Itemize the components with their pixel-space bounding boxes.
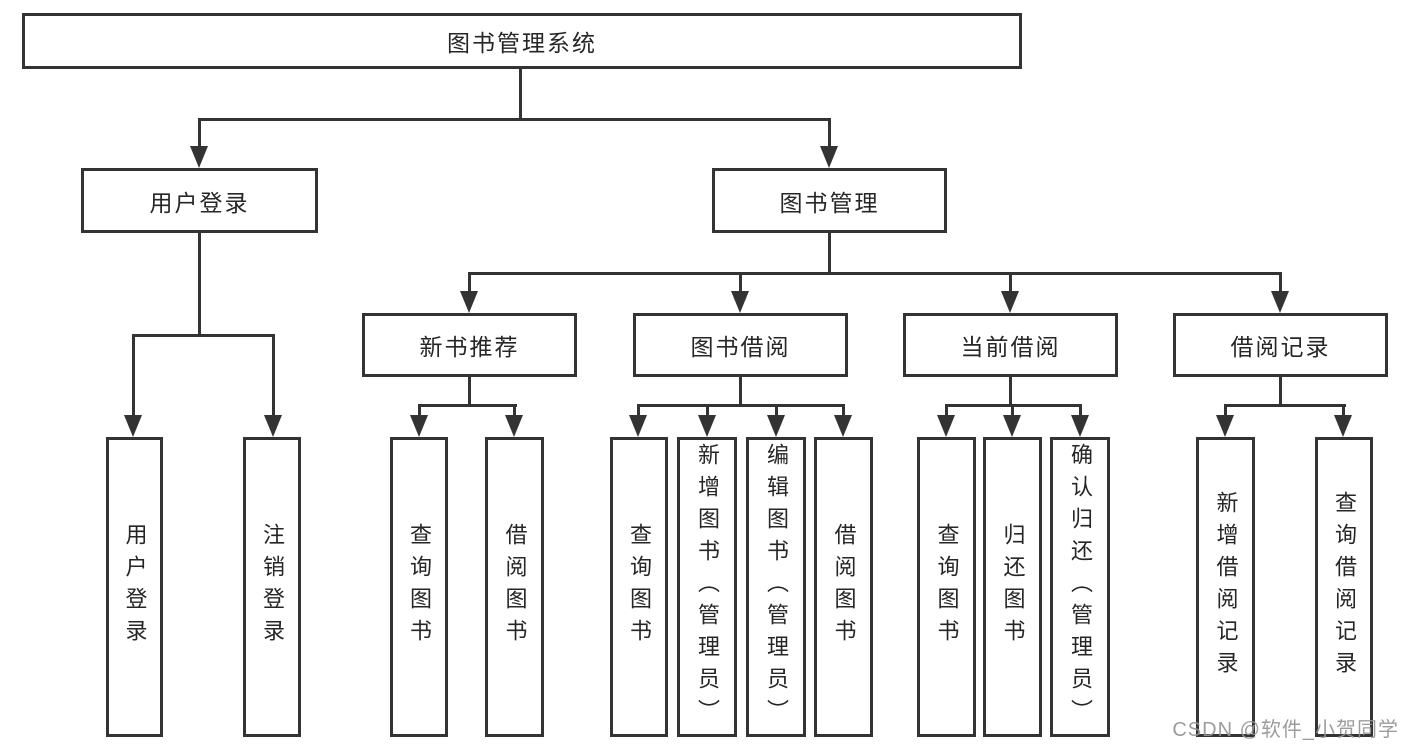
node-book-mgmt: 图书管理 (712, 168, 947, 233)
node-root-label: 图书管理系统 (447, 30, 597, 56)
arrowhead (767, 415, 785, 437)
connector-level3-rail (468, 272, 1282, 275)
connector-borrow-records-stem (1279, 377, 1282, 407)
node-user-login-label: 用户登录 (149, 189, 250, 216)
connector-new-book-rec-rail (418, 404, 517, 407)
leaf-query-books-current-label: 查询图书 (934, 523, 960, 651)
leaf-return-books-label: 归还图书 (1000, 523, 1026, 651)
leaf-query-books-borrow-label: 查询图书 (627, 523, 652, 651)
connector-drop-book-mgmt (828, 118, 831, 148)
connector-user-login-stem (198, 233, 201, 337)
connector-user-login-rail (132, 334, 275, 337)
arrowhead (1334, 415, 1352, 437)
leaf-borrow-books-label: 借阅图书 (831, 523, 857, 651)
connector-drop-user-login (198, 118, 201, 148)
arrowhead (1071, 415, 1089, 437)
arrowhead (834, 415, 852, 437)
connector-drop (513, 404, 516, 418)
node-current-borrow: 当前借阅 (903, 313, 1118, 377)
leaf-user-login-label: 用户登录 (122, 523, 148, 651)
leaf-borrow-books-rec: 借阅图书 (485, 437, 544, 737)
leaf-confirm-return-admin: 确认归还（管理员） (1050, 437, 1110, 737)
node-current-borrow-label: 当前借阅 (960, 334, 1061, 360)
connector-drop (945, 404, 948, 418)
connector-drop (775, 404, 778, 418)
leaf-add-borrow-record-label: 新增借阅记录 (1213, 491, 1239, 683)
leaf-confirm-return-admin-label: 确认归还（管理员） (1068, 443, 1093, 731)
node-borrow-records: 借阅记录 (1173, 313, 1388, 377)
arrowhead-borrow-records (1271, 291, 1289, 313)
leaf-logout-label: 注销登录 (260, 523, 285, 651)
arrowhead (937, 415, 955, 437)
arrowhead-book-borrow (731, 291, 749, 313)
connector-drop (1342, 404, 1345, 418)
connector-drop (706, 404, 709, 418)
connector-drop (637, 404, 640, 418)
connector-drop (842, 404, 845, 418)
connector-book-mgmt-stem (828, 233, 831, 275)
arrowhead-user-login (190, 146, 208, 168)
arrowhead-current-borrow (1001, 291, 1019, 313)
leaf-query-borrow-record-label: 查询借阅记录 (1332, 491, 1357, 683)
leaf-query-borrow-record: 查询借阅记录 (1315, 437, 1373, 737)
node-book-borrow-label: 图书借阅 (690, 334, 791, 360)
leaf-logout: 注销登录 (243, 437, 301, 737)
arrowhead (629, 415, 647, 437)
leaf-borrow-books-rec-label: 借阅图书 (502, 523, 528, 651)
leaf-add-borrow-record: 新增借阅记录 (1196, 437, 1255, 737)
arrowhead (698, 415, 716, 437)
csdn-watermark: CSDN @软件_小贺同学 (1172, 719, 1399, 741)
arrowhead (410, 415, 428, 437)
leaf-user-login: 用户登录 (106, 437, 163, 737)
connector-level2-rail (198, 118, 831, 121)
node-book-mgmt-label: 图书管理 (779, 189, 880, 216)
connector-drop-current-borrow (1009, 272, 1012, 292)
arrowhead-leaf-login (124, 415, 142, 437)
connector-drop (418, 404, 421, 418)
node-borrow-records-label: 借阅记录 (1230, 334, 1331, 360)
connector-drop-new-book-rec (468, 272, 471, 292)
connector-drop (1079, 404, 1082, 418)
leaf-edit-books-admin-label: 编辑图书（管理员） (764, 443, 789, 731)
leaf-edit-books-admin: 编辑图书（管理员） (746, 437, 806, 737)
arrowhead (1216, 415, 1234, 437)
leaf-add-books-admin-label: 新增图书（管理员） (695, 443, 720, 731)
node-book-borrow: 图书借阅 (633, 313, 848, 377)
node-user-login: 用户登录 (81, 168, 318, 233)
connector-drop-leaf-login (132, 334, 135, 416)
leaf-query-books-rec: 查询图书 (390, 437, 448, 737)
connector-borrow-records-rail (1224, 404, 1346, 407)
arrowhead-new-book-rec (460, 291, 478, 313)
leaf-query-books-current: 查询图书 (917, 437, 976, 737)
connector-drop-borrow-records (1279, 272, 1282, 292)
leaf-borrow-books: 借阅图书 (814, 437, 873, 737)
arrowhead (1003, 415, 1021, 437)
connector-book-borrow-rail (637, 404, 845, 407)
connector-drop-book-borrow (739, 272, 742, 292)
connector-current-borrow-stem (1009, 377, 1012, 407)
arrowhead-book-mgmt (820, 146, 838, 168)
leaf-return-books: 归还图书 (983, 437, 1042, 737)
connector-drop (1224, 404, 1227, 418)
leaf-add-books-admin: 新增图书（管理员） (677, 437, 737, 737)
arrowhead-leaf-logout (264, 415, 282, 437)
node-new-book-rec: 新书推荐 (362, 313, 577, 377)
connector-drop-leaf-logout (272, 334, 275, 416)
leaf-query-books-rec-label: 查询图书 (407, 523, 432, 651)
arrowhead (505, 415, 523, 437)
connector-new-book-rec-stem (468, 377, 471, 407)
node-root: 图书管理系统 (22, 13, 1022, 69)
connector-root-stem (519, 67, 522, 121)
leaf-query-books-borrow: 查询图书 (610, 437, 668, 737)
node-new-book-rec-label: 新书推荐 (419, 334, 520, 360)
connector-book-borrow-stem (739, 377, 742, 407)
connector-drop (1011, 404, 1014, 418)
